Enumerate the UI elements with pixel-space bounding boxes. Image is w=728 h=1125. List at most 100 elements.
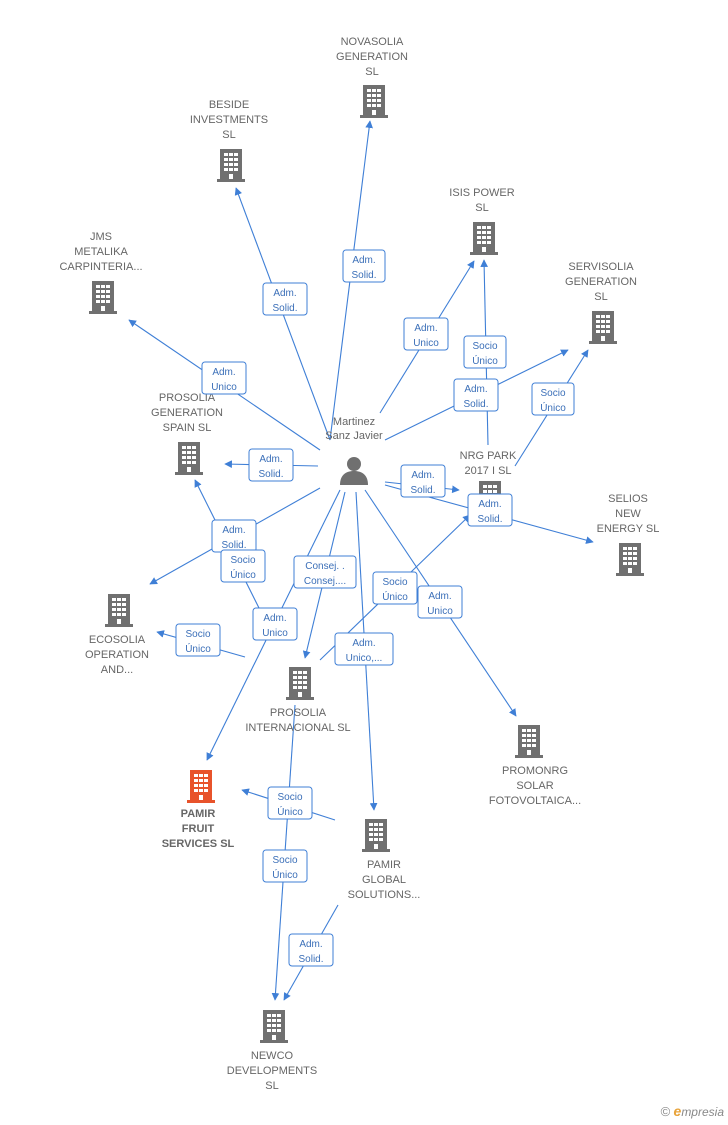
role-label-p-isis[interactable]: Adm.Unico — [403, 317, 449, 351]
role-label-p-selios[interactable]: Adm. Solid. — [467, 493, 513, 527]
role-text: Único — [272, 868, 298, 881]
role-text: Solid. — [298, 954, 323, 965]
role-text: Adm. — [299, 939, 322, 950]
company-label: SELIOS — [608, 493, 648, 505]
company-label: PROSOLIA — [270, 707, 327, 719]
building-icon — [589, 311, 617, 344]
company-label: OPERATION — [85, 649, 149, 661]
company-label: DEVELOPMENTS — [227, 1065, 317, 1077]
company-label: SOLAR — [516, 780, 553, 792]
role-text: Solid. — [477, 514, 502, 525]
company-label: INTERNACIONAL SL — [245, 722, 350, 734]
role-label-p-ecosolia[interactable]: Adm.Solid. — [211, 519, 257, 553]
company-node-prosolia_int[interactable]: PROSOLIA INTERNACIONAL SL — [245, 667, 351, 734]
brand-logo-initial: e — [673, 1103, 682, 1119]
role-label-p-pamir_global[interactable]: Adm.Unico,... — [334, 632, 394, 666]
company-node-ecosolia[interactable]: ECOSOLIAOPERATIONAND... — [85, 594, 149, 676]
role-box-frame — [248, 448, 294, 482]
role-label-p-prosolia_int[interactable]: Consej. .Consej.... — [293, 555, 357, 589]
role-text: Adm. — [411, 470, 434, 481]
building-icon — [286, 667, 314, 700]
brand-logo-text: mpresia — [681, 1105, 724, 1119]
role-text: Socio — [230, 555, 255, 566]
company-label: PAMIR — [181, 808, 216, 820]
role-label-p-jms[interactable]: Adm. Unico — [201, 361, 247, 395]
role-text: Adm. — [478, 499, 501, 510]
building-icon — [217, 149, 245, 182]
role-text: Consej. . — [305, 561, 344, 572]
role-label-p-servisolia[interactable]: Adm.Solid. — [453, 378, 499, 412]
company-node-jms[interactable]: JMSMETALIKACARPINTERIA... — [59, 231, 143, 314]
company-node-promonrg[interactable]: PROMONRGSOLARFOTOVOLTAICA... — [489, 725, 581, 807]
role-label-p-novasolia[interactable]: Adm.Solid. — [342, 249, 386, 283]
role-box-frame — [201, 361, 247, 395]
role-text: Adm. — [222, 525, 245, 536]
role-text: Adm. — [352, 255, 375, 266]
role-label-pamir_global-newco[interactable]: Adm. Solid. — [288, 933, 334, 967]
role-box-frame — [372, 571, 418, 605]
role-box-frame — [417, 585, 463, 619]
building-icon — [360, 85, 388, 118]
company-label: ISIS POWER — [449, 187, 514, 199]
role-box-frame — [293, 555, 357, 589]
company-label: SPAIN SL — [163, 422, 212, 434]
role-box-frame — [267, 786, 313, 820]
building-icon — [616, 543, 644, 576]
person-label: Martinez — [333, 416, 375, 428]
building-icon — [260, 1010, 288, 1043]
company-label: PROMONRG — [502, 765, 568, 777]
building-icon — [362, 819, 390, 852]
role-box-frame — [334, 632, 394, 666]
role-text: Unico — [211, 382, 237, 393]
company-label: GENERATION — [336, 51, 408, 63]
company-label: GLOBAL — [362, 874, 406, 886]
role-text: Socio — [185, 629, 210, 640]
company-label: NEW — [615, 508, 641, 520]
company-label: NEWCO — [251, 1050, 294, 1062]
role-text: Adm. — [212, 367, 235, 378]
building-icon — [187, 770, 215, 803]
role-label-p-beside[interactable]: Adm.Solid. — [262, 282, 308, 316]
role-box-frame — [400, 464, 446, 498]
company-label: CARPINTERIA... — [59, 261, 142, 273]
role-box-frame — [262, 282, 308, 316]
role-text: Socio — [382, 577, 407, 588]
role-box-frame — [252, 607, 298, 641]
role-text: Adm. — [273, 288, 296, 299]
company-label: GENERATION — [565, 276, 637, 288]
role-text: Único — [185, 642, 211, 655]
role-label-p-pamir_fruit[interactable]: Adm.Unico — [252, 607, 298, 641]
role-label-p-promonrg[interactable]: Adm.Unico — [417, 585, 463, 619]
role-box-frame — [467, 493, 513, 527]
company-label: JMS — [90, 231, 112, 243]
role-label-p-prosolia_gen[interactable]: Adm.Solid. — [248, 448, 294, 482]
company-label: GENERATION — [151, 407, 223, 419]
role-text: Único — [472, 354, 498, 367]
role-text: Adm. — [414, 323, 437, 334]
company-node-pamir_global[interactable]: PAMIRGLOBALSOLUTIONS... — [348, 819, 421, 901]
role-text: Unico — [262, 628, 288, 639]
person-label: Sanz Javier — [325, 430, 383, 442]
building-icon — [515, 725, 543, 758]
role-label-p-nrg[interactable]: Adm.Solid. — [400, 464, 446, 498]
role-text: Solid. — [463, 399, 488, 410]
role-box-frame — [403, 317, 449, 351]
